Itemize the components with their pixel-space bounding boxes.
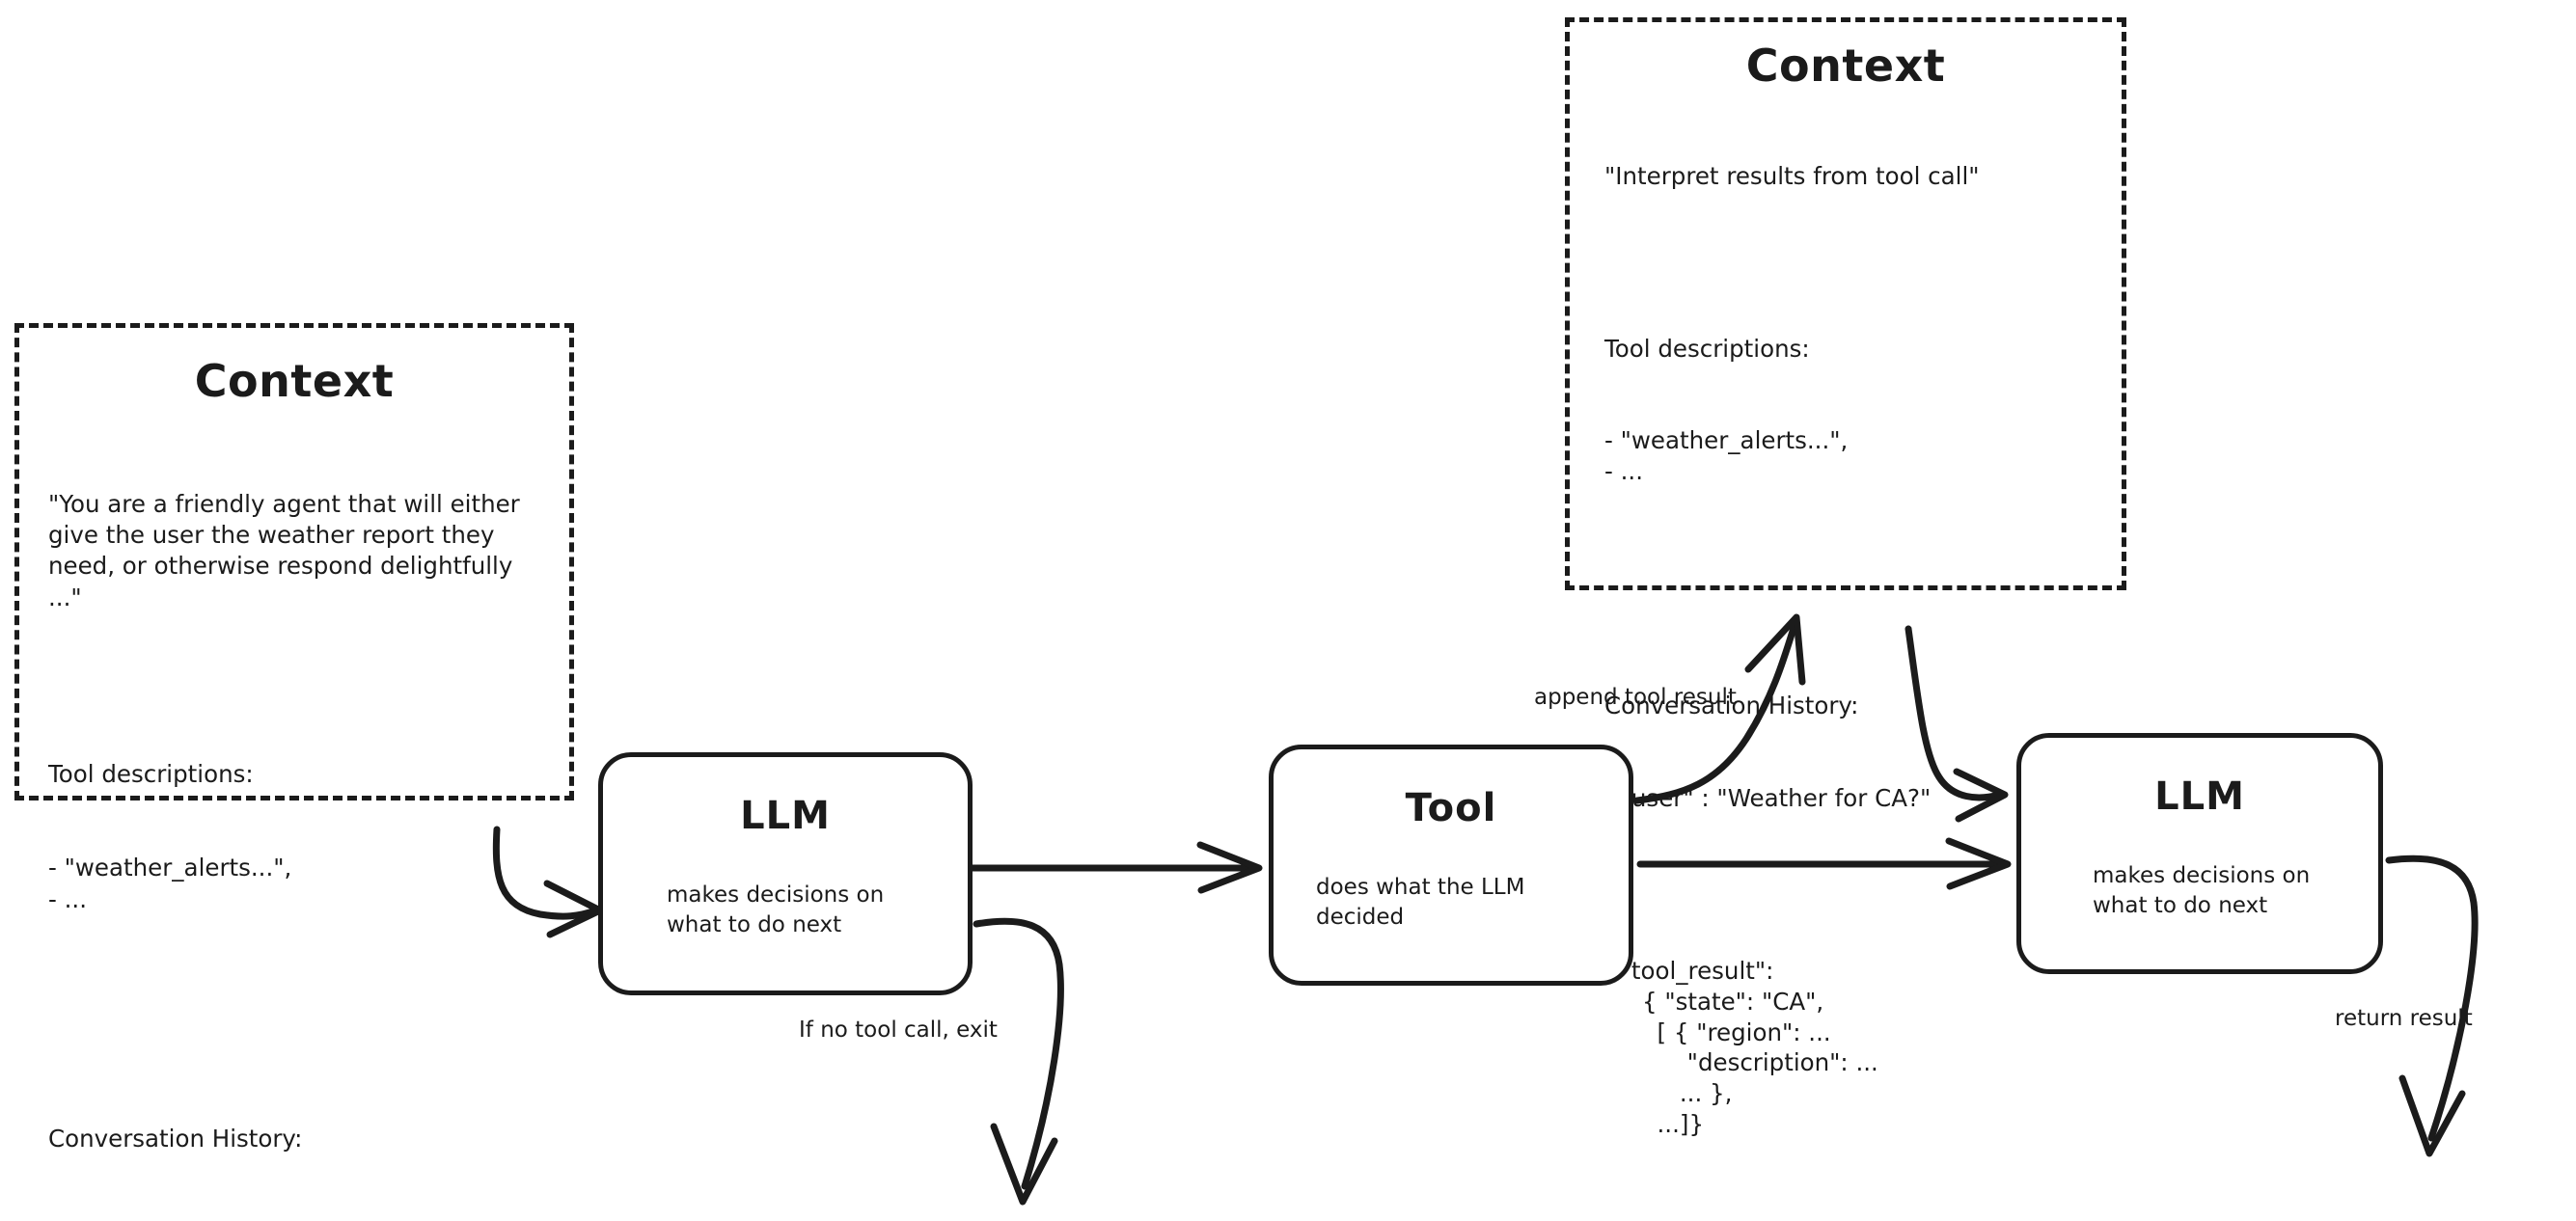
context-right-tools: Tool descriptions: - "weather_alerts..."…: [1604, 272, 2104, 549]
context-right-title: Context: [1745, 40, 1946, 92]
context-right-tools-items: - "weather_alerts...", - ...: [1604, 426, 1849, 486]
node-tool[interactable]: Tool does what the LLM decided: [1269, 745, 1633, 986]
context-left-conversation-items: - "user" : "Weather for CA?": [48, 1217, 552, 1221]
node-llm-2-subtitle: makes decisions on what to do next: [2093, 863, 2311, 918]
node-llm-2[interactable]: LLM makes decisions on what to do next: [2016, 733, 2383, 974]
context-left-tools-items: - "weather_alerts...", - ...: [48, 854, 292, 913]
context-right-conversation-heading: Conversation History:: [1604, 692, 1859, 720]
context-right-conversation: Conversation History: - "user" : "Weathe…: [1604, 630, 2104, 876]
context-left-conversation: Conversation History: - "user" : "Weathe…: [48, 1061, 552, 1221]
context-left-conversation-heading: Conversation History:: [48, 1124, 303, 1153]
node-llm-1[interactable]: LLM makes decisions on what to do next: [598, 752, 973, 995]
context-left-tools: Tool descriptions: - "weather_alerts..."…: [48, 697, 552, 978]
context-left-tools-heading: Tool descriptions:: [48, 760, 254, 789]
context-right-tools-heading: Tool descriptions:: [1604, 334, 1810, 363]
node-tool-title: Tool: [1405, 786, 1497, 830]
arrow-llm1-exit: [973, 917, 1064, 1206]
node-llm-2-title: LLM: [2154, 774, 2245, 819]
context-right-system-prompt: "Interpret results from tool call": [1604, 161, 1980, 190]
context-right-tool-result: - "tool_result": { "state": "CA", [ { "r…: [1604, 956, 1878, 1139]
context-box-right: Context "Interpret results from tool cal…: [1565, 17, 2126, 1138]
context-left-system-prompt: "You are a friendly agent that will eith…: [48, 489, 528, 611]
context-left-title: Context: [194, 355, 395, 407]
context-box-left: Context "You are a friendly agent that w…: [14, 323, 574, 1221]
edge-label-append-tool-result: append tool result: [1534, 685, 1737, 710]
edge-label-if-no-tool-call-exit: If no tool call, exit: [799, 1018, 998, 1043]
node-llm-1-title: LLM: [740, 794, 831, 838]
arrow-llm1-to-tool: [969, 841, 1263, 894]
node-llm-1-subtitle: makes decisions on what to do next: [667, 882, 885, 937]
context-right-body: "Interpret results from tool call" Tool …: [1604, 99, 2104, 1221]
node-tool-subtitle: does what the LLM decided: [1316, 875, 1525, 930]
edge-label-return-result: return result: [2335, 1006, 2473, 1031]
context-left-body: "You are a friendly agent that will eith…: [48, 426, 552, 1221]
